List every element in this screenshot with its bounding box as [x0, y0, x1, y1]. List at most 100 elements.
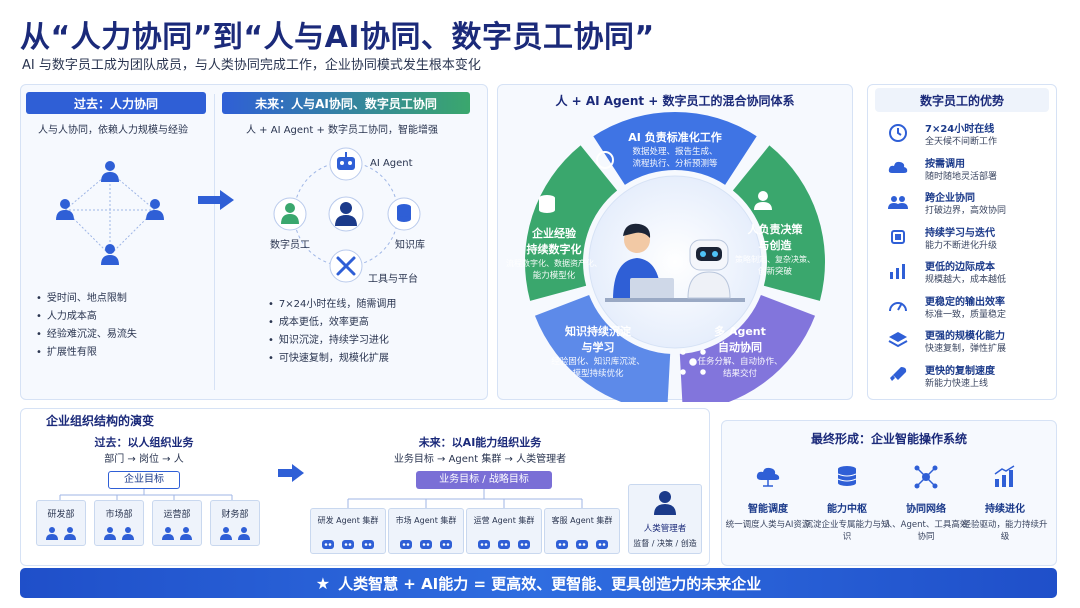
- chip-icon: [887, 226, 909, 248]
- robot-icon: [361, 535, 375, 554]
- advantage-title: 更强的规模化能力: [925, 331, 1005, 342]
- advantage-item: 更低的边际成本规模越大，成本越低: [887, 258, 1047, 288]
- node-label-tools: 工具与平台: [368, 274, 418, 285]
- person-icon: [146, 199, 164, 220]
- person-icon: [121, 525, 135, 544]
- advantage-item: 更快的复制速度新能力快速上线: [887, 362, 1047, 392]
- person-icon: [179, 525, 193, 544]
- layers-icon: [887, 329, 909, 351]
- knowledge-base-node-icon: [387, 197, 421, 231]
- robot-icon: [399, 535, 413, 554]
- past-description: 人与人协同，依赖人力规模与经验: [38, 125, 188, 136]
- ring-segments: [525, 112, 825, 402]
- robot-icon: [517, 535, 531, 554]
- robot-icon: [341, 535, 355, 554]
- agent-cluster-label: 研发 Agent 集群: [317, 516, 379, 525]
- org-future-tree-lines: [347, 489, 583, 509]
- segment-icons: [539, 151, 772, 375]
- final-item: 协同网络人、Agent、工具高效协同: [881, 464, 971, 543]
- advantage-title: 按需调用: [925, 158, 965, 170]
- advantages-title-box: [875, 88, 1049, 112]
- future-bullet: 7×24小时在线，随需调用: [268, 296, 396, 314]
- robot-icon: [419, 535, 433, 554]
- advantage-title: 7×24小时在线: [925, 124, 995, 135]
- dept-card: 市场部: [94, 500, 144, 546]
- final-item: 智能调度统一调度人类与AI资源: [723, 464, 813, 531]
- hybrid-ring-diagram: [525, 112, 825, 402]
- network-icon: [913, 464, 939, 494]
- advantage-desc: 随时随地灵活部署: [925, 171, 998, 182]
- agent-cluster-label: 客服 Agent 集群: [551, 516, 613, 525]
- tools-node-icon: [329, 249, 363, 283]
- robot-icon: [497, 535, 511, 554]
- agent-cluster-label: 市场 Agent 集群: [395, 516, 457, 525]
- advantage-desc: 能力不断进化升级: [925, 240, 998, 251]
- future-header: 未来：人与AI协同、数字员工协同: [222, 92, 470, 114]
- advantage-desc: 快速复制，弹性扩展: [925, 344, 1007, 354]
- org-transition-arrow-icon: [278, 464, 304, 482]
- advantage-item: 持续学习与迭代能力不断进化升级: [887, 224, 1047, 254]
- ring-segment: [732, 145, 825, 301]
- final-title: 最终形成：企业智能操作系统: [810, 432, 967, 446]
- ring-segment: [525, 145, 618, 301]
- advantage-desc: 规模越大，成本越低: [925, 275, 1007, 285]
- ai-agent-node-icon: [329, 147, 363, 181]
- advantage-item: 更稳定的输出效率标准一致，质量稳定: [887, 293, 1047, 323]
- org-past-title: 过去：以人组织业务: [94, 436, 194, 449]
- advantage-title: 更稳定的输出效率: [925, 296, 1005, 308]
- dept-label: 财务部: [221, 510, 249, 520]
- future-bullets: 7×24小时在线，随需调用 成本更低，效率更高 知识沉淀，持续学习进化 可快速复…: [268, 296, 396, 368]
- org-past-root: 企业目标: [108, 471, 180, 489]
- human-at-laptop-illustration: [605, 223, 745, 302]
- star-icon: ★: [315, 573, 331, 593]
- dept-card: 财务部: [210, 500, 260, 546]
- org-future-flow: 业务目标 → Agent 集群 → 人类管理者: [393, 454, 567, 465]
- people-icon: [887, 191, 909, 213]
- dept-label: 运营部: [163, 510, 191, 520]
- advantage-title: 更低的边际成本: [925, 262, 995, 273]
- database-icon: [539, 195, 555, 213]
- bottom-banner: ★ 人类智慧 + AI能力 = 更高效、更智能、更具创造力的未来企业: [20, 568, 1057, 598]
- advantage-item: 更强的规模化能力快速复制，弹性扩展: [887, 327, 1047, 357]
- final-item-desc: 人、Agent、工具高效协同: [883, 520, 969, 542]
- org-title: 企业组织结构的演变: [46, 414, 155, 428]
- final-item-desc: 经验驱动，能力持续升级: [962, 520, 1048, 542]
- dept-card: 运营部: [152, 500, 202, 546]
- org-future-title: 未来：以AI能力组织业务: [418, 436, 542, 449]
- node-label-knowledge-base: 知识库: [395, 240, 425, 251]
- final-item-title: 持续进化: [985, 504, 1025, 515]
- agent-cluster-card: 市场 Agent 集群: [388, 508, 464, 554]
- org-future-root: 业务目标 / 战略目标: [416, 471, 552, 489]
- robot-icon: [595, 535, 609, 554]
- ring-segment: [593, 112, 757, 185]
- robot-icon: [575, 535, 589, 554]
- segment-knowledge-learning: 知识持续沉淀 与学习 经验固化、知识库沉淀、 模型持续优化: [551, 325, 645, 379]
- transition-arrow-icon: [198, 190, 234, 210]
- org-past-tree-lines: [59, 489, 233, 501]
- future-collaboration-network: [273, 147, 421, 283]
- robot-icon: [439, 535, 453, 554]
- person-icon: [219, 525, 233, 544]
- final-item-title: 协同网络: [906, 504, 946, 515]
- advantage-title: 持续学习与迭代: [925, 227, 995, 239]
- person-icon: [101, 244, 119, 265]
- past-bullet: 扩展性有限: [36, 344, 137, 362]
- past-bullet: 人力成本高: [36, 308, 137, 326]
- robot-icon: [321, 535, 335, 554]
- node-label-digital-employee: 数字员工: [270, 240, 310, 251]
- person-icon: [103, 525, 117, 544]
- page-subtitle: AI 与数字员工成为团队成员，与人类协同完成工作，企业协同模式发生根本变化: [22, 58, 481, 73]
- final-os-panel: [721, 420, 1057, 566]
- past-header: 过去：人力协同: [26, 92, 206, 114]
- network-icon: [680, 349, 706, 375]
- segment-multi-agent: 多 Agent 自动协同 任务分解、自动协作、 结果交付: [697, 325, 783, 379]
- digital-employee-node-icon: [273, 197, 307, 231]
- advantage-desc: 打破边界，高效协同: [925, 206, 1007, 216]
- brain-icon: [596, 151, 614, 169]
- org-past-flow: 部门 → 岗位 → 人: [104, 454, 184, 465]
- past-bullet: 受时间、地点限制: [36, 290, 137, 308]
- agent-cluster-card: 客服 Agent 集群: [544, 508, 620, 554]
- manager-icon: [654, 491, 676, 515]
- person-icon: [101, 161, 119, 182]
- robot-icon: [477, 535, 491, 554]
